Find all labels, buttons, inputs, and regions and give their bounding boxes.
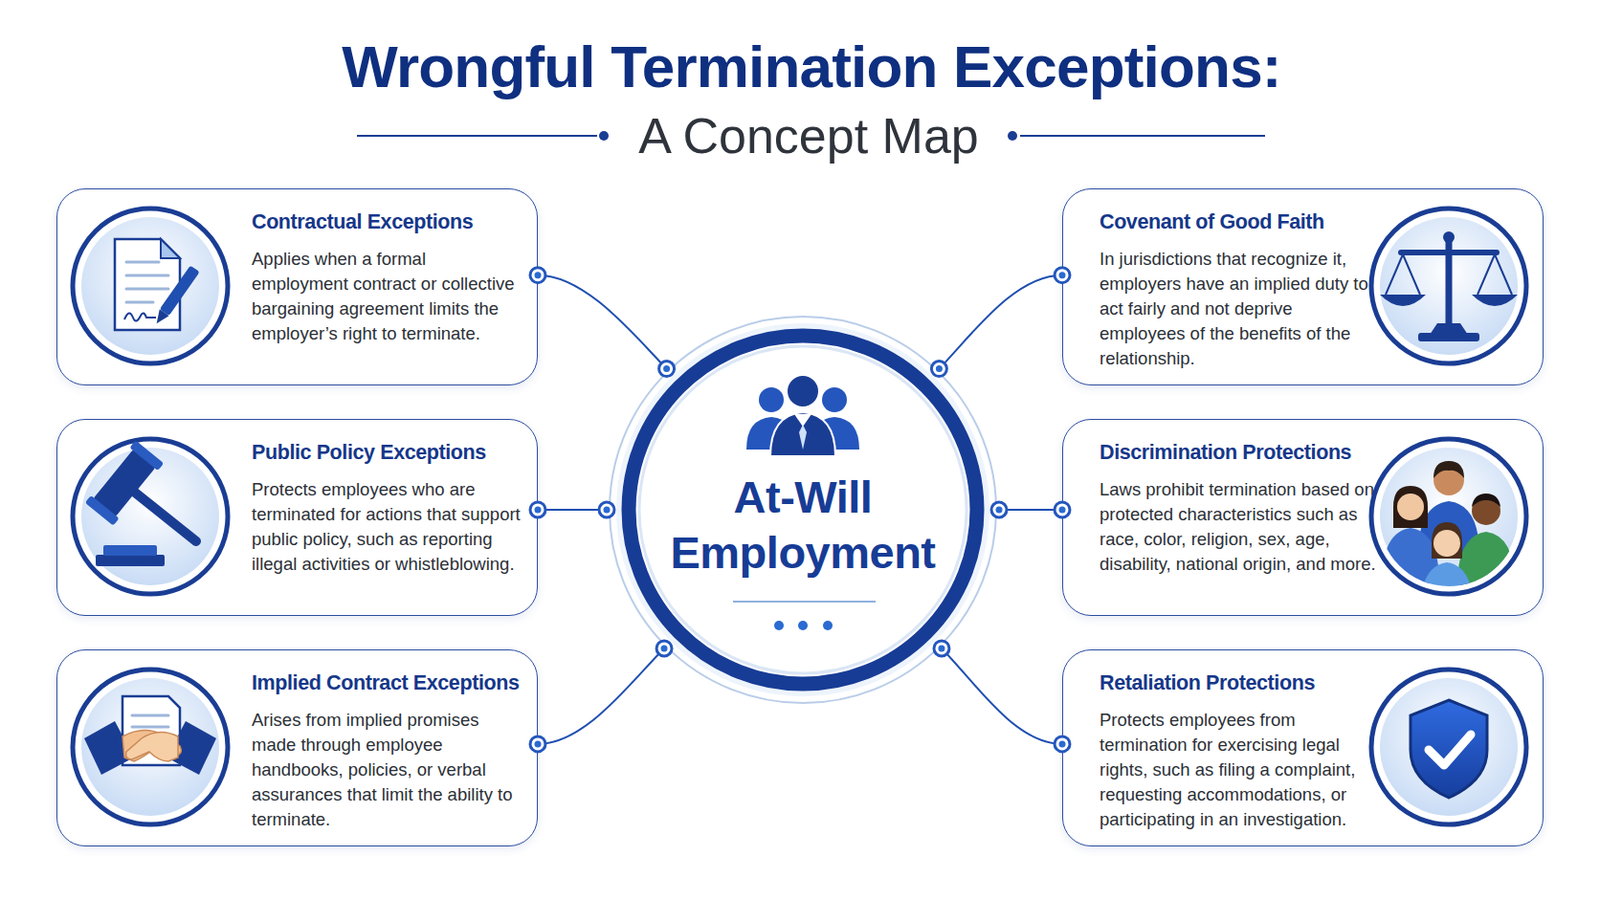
hub-inner-ring xyxy=(639,346,967,674)
connector-line xyxy=(941,648,1063,745)
connector-line xyxy=(537,509,607,512)
center-label: At-Will Employment xyxy=(644,469,961,581)
connector-dot xyxy=(656,641,672,657)
box-heading: Covenant of Good Faith xyxy=(1099,208,1378,236)
ornament-line xyxy=(1020,134,1266,137)
ornament-dot xyxy=(1007,131,1018,141)
connector-dot xyxy=(530,736,546,753)
text-group: At-Will Employment xyxy=(644,469,961,581)
connector-dot xyxy=(599,502,615,518)
exception-box: Discrimination ProtectionsLaws prohibit … xyxy=(1062,419,1544,617)
box-heading: Implied Contract Exceptions xyxy=(251,669,525,697)
exception-box: Contractual ExceptionsApplies when a for… xyxy=(56,188,538,386)
hub-circle: At-Will Employment xyxy=(606,313,1000,707)
connector-dot-core xyxy=(1059,271,1067,279)
text-group: Contractual ExceptionsApplies when a for… xyxy=(251,208,525,347)
connector-dot-core xyxy=(996,507,1003,514)
box-body: Laws prohibit termination based on prote… xyxy=(1099,477,1378,578)
connector-dot-core xyxy=(1059,740,1067,748)
connector-dot-core xyxy=(1059,506,1067,513)
connector-dot-core xyxy=(935,365,943,373)
exception-box: Implied Contract ExceptionsArises from i… xyxy=(56,649,538,847)
connector-dot xyxy=(1054,502,1070,518)
diagram-subtitle: A Concept Map xyxy=(8,107,1600,165)
hub-outer-ring xyxy=(609,316,997,704)
connector-dot xyxy=(1054,736,1070,753)
connector-line xyxy=(537,648,665,745)
exception-box: Retaliation ProtectionsProtects employee… xyxy=(1062,649,1544,847)
box-body: In jurisdictions that recognize it, empl… xyxy=(1099,246,1378,372)
hub-thick-ring xyxy=(628,335,978,685)
box-heading: Public Policy Exceptions xyxy=(251,439,525,467)
box-body: Applies when a formal employment contrac… xyxy=(251,246,525,347)
connector-dot-core xyxy=(937,644,945,652)
connector-line xyxy=(537,275,667,370)
box-heading: Retaliation Protections xyxy=(1099,669,1378,697)
text-group: Covenant of Good Faith In jurisdictions t… xyxy=(1099,208,1378,372)
text-group: Implied Contract ExceptionsArises from i… xyxy=(251,669,525,833)
connector-dot-core xyxy=(534,271,542,279)
ornament-line xyxy=(356,134,598,137)
connector-dot xyxy=(933,641,950,657)
diagram-title: Wrongful Termination Exceptions: xyxy=(11,28,1600,106)
exception-box: Covenant of Good Faith In jurisdictions t… xyxy=(1062,188,1544,386)
connector-dot xyxy=(530,502,546,518)
box-heading: Discrimination Protections xyxy=(1099,439,1378,467)
connector-dot-core xyxy=(661,644,668,652)
connector-dot xyxy=(530,267,546,284)
ornament-dot xyxy=(599,131,609,141)
connector-dot xyxy=(659,361,675,378)
connector-dot xyxy=(1054,267,1070,284)
connector-dot-core xyxy=(663,365,670,373)
text-group: Retaliation ProtectionsProtects employee… xyxy=(1099,669,1378,833)
connector-dot-core xyxy=(534,506,542,513)
connector-dot xyxy=(931,361,947,378)
hub-halo xyxy=(616,323,990,697)
box-body: Arises from implied promises made throug… xyxy=(251,708,525,833)
connector-line xyxy=(938,275,1063,370)
connector-line xyxy=(999,509,1063,512)
box-body: Protects employees who are terminated fo… xyxy=(251,477,525,578)
connector-dot-core xyxy=(603,507,611,514)
exception-box: Public Policy ExceptionsProtects employe… xyxy=(56,419,538,617)
text-group: Discrimination ProtectionsLaws prohibit … xyxy=(1099,439,1378,578)
text-group: Public Policy ExceptionsProtects employe… xyxy=(251,439,525,578)
connector-dot-core xyxy=(534,740,542,748)
box-heading: Contractual Exceptions xyxy=(251,208,525,236)
connector-dot xyxy=(991,502,1007,518)
box-body: Protects employees from termination for … xyxy=(1099,708,1378,833)
